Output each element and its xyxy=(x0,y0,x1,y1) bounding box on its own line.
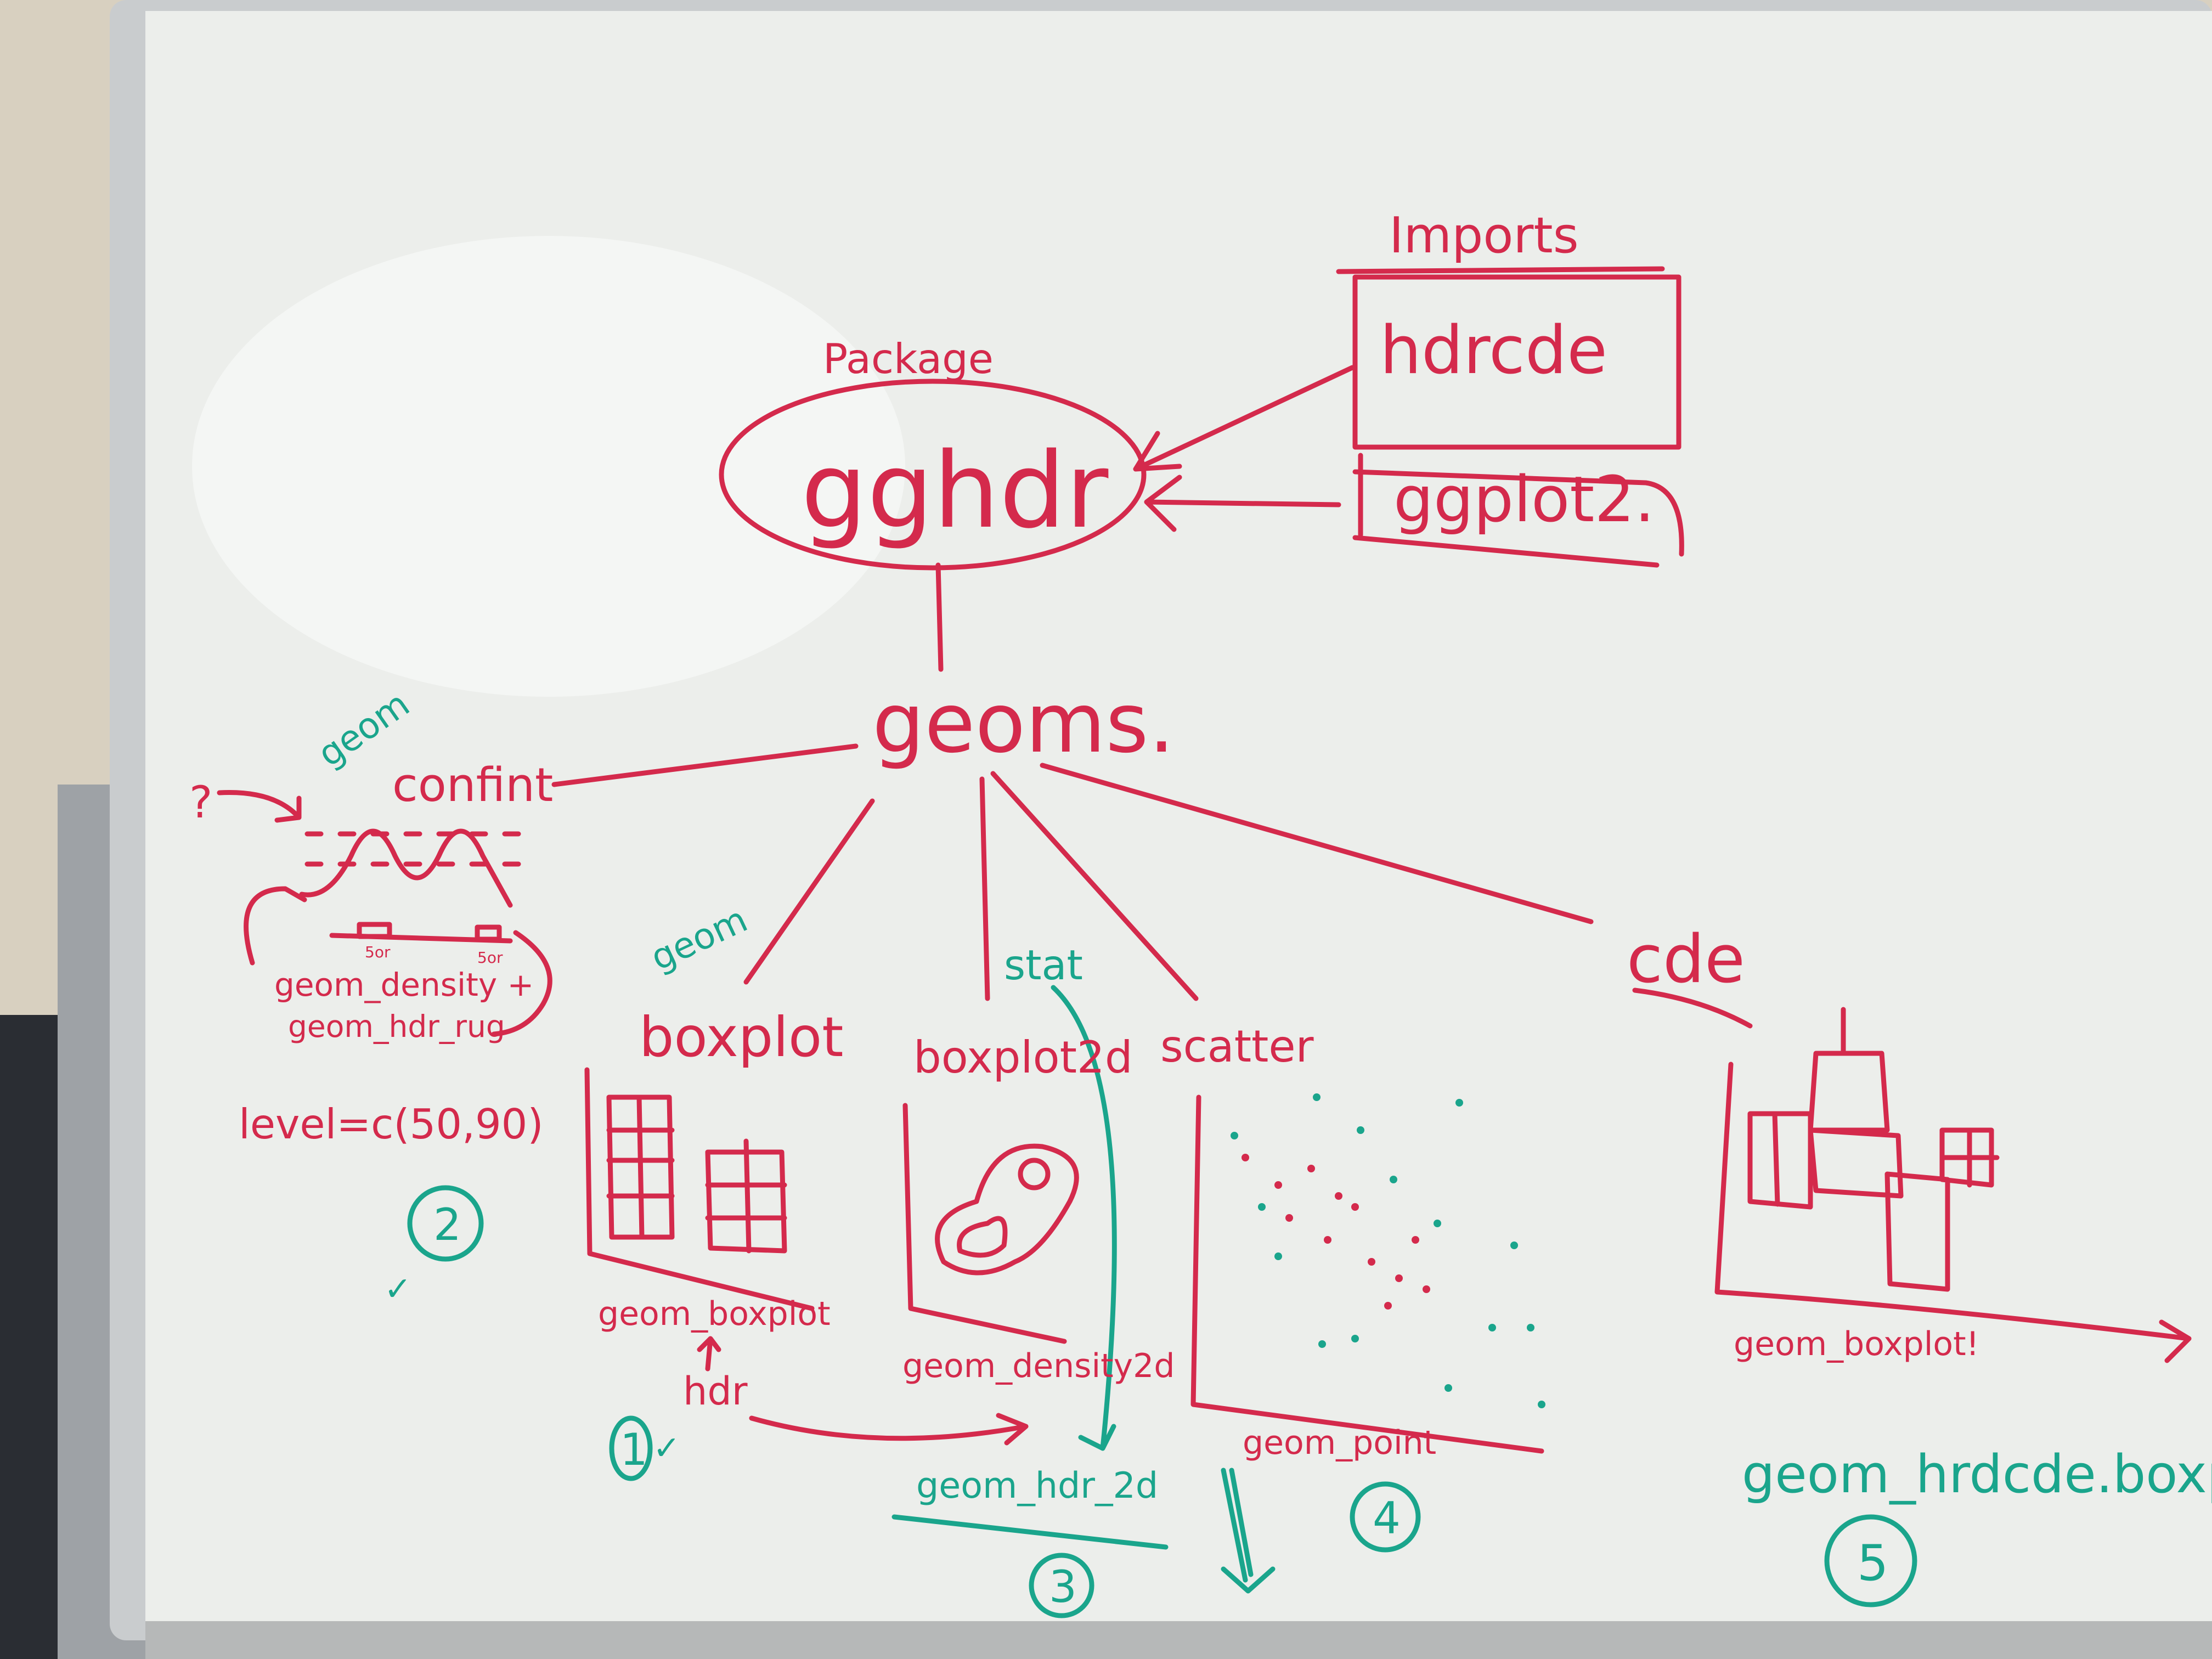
link-geoms-boxplot xyxy=(743,798,875,985)
package-ellipse xyxy=(719,379,1147,571)
boxplot-glyph-2 xyxy=(705,1138,787,1254)
link-geoms-cde xyxy=(1040,763,1594,924)
confint-title: confint xyxy=(392,758,553,812)
number-circle-2 xyxy=(407,1185,484,1262)
cde-axes xyxy=(1714,1062,2192,1363)
scatter-title: scatter xyxy=(1160,1021,1314,1072)
import-ggplot2: ggplot2. xyxy=(1393,463,1655,537)
boxplot2d-axes xyxy=(902,1103,1067,1344)
number-5: 5 xyxy=(1857,1534,1888,1592)
question-arrow xyxy=(217,790,302,823)
cde-underline xyxy=(1632,988,1753,1029)
arrow-ggplot2-to-package xyxy=(1144,475,1341,532)
number-3: 3 xyxy=(1049,1561,1077,1612)
link-package-geoms xyxy=(935,562,944,672)
link-geoms-boxplot2d xyxy=(979,776,990,1001)
scatter-axes xyxy=(1190,1094,1544,1454)
package-name: gghdr xyxy=(801,430,1109,551)
import-hdrcde: hdrcde xyxy=(1380,313,1607,389)
number-circle-3 xyxy=(1029,1553,1094,1618)
check-1: ✓ xyxy=(653,1429,680,1468)
hdrcde-box xyxy=(1352,274,1681,450)
rug-box-1 xyxy=(357,922,392,939)
density-curve xyxy=(299,828,513,908)
number-2: 2 xyxy=(433,1199,461,1250)
hdr-arrow-to-density2d xyxy=(749,1413,1029,1446)
boxplot-title: boxplot xyxy=(639,1005,843,1069)
boxplot2d-kind: stat xyxy=(1004,941,1083,989)
hdr2d-contour-inner xyxy=(957,1216,1008,1258)
boxplot-axes xyxy=(584,1067,815,1311)
cde-boxes xyxy=(1747,1007,2000,1292)
stat-arrow xyxy=(1051,985,1117,1451)
confint-param: level=c(50,90) xyxy=(239,1100,544,1148)
cde-new-code: geom_hrdcde.boxplo xyxy=(1742,1444,2212,1505)
confint-code-1: geom_density + xyxy=(274,966,534,1003)
imports-label: Imports xyxy=(1389,207,1579,264)
ggplot2-bracket xyxy=(1352,453,1684,568)
boxplot-note: hdr xyxy=(683,1369,748,1414)
scatter-down-arrow xyxy=(1221,1468,1276,1594)
number-4: 4 xyxy=(1373,1493,1401,1544)
board-surface xyxy=(145,11,2212,1621)
confint-code-2: geom_hdr_rug xyxy=(288,1009,505,1044)
rug-box-2 xyxy=(475,924,502,942)
boxplot2d-new-code: geom_hdr_2d xyxy=(916,1465,1158,1506)
new-code-underline xyxy=(891,1514,1169,1550)
confint-question: ? xyxy=(189,777,212,828)
link-geoms-scatter xyxy=(990,771,1199,1001)
boxplot-glyph-1 xyxy=(606,1094,675,1240)
rug-label-2: 5or xyxy=(477,949,503,967)
hdr-up-arrow xyxy=(697,1336,721,1372)
number-circle-1 xyxy=(609,1415,653,1481)
glare xyxy=(192,236,905,697)
boxplot2d-code: geom_density2d xyxy=(902,1347,1175,1385)
link-geoms-confint xyxy=(551,743,859,787)
cde-code: geom_boxplot! xyxy=(1734,1325,1979,1363)
boxplot-code: geom_boxplot xyxy=(598,1295,831,1333)
hdr2d-contour-outer xyxy=(935,1143,1079,1276)
number-circle-5 xyxy=(1824,1514,1917,1607)
geoms-hub: geoms. xyxy=(872,676,1175,771)
imports-underline xyxy=(1336,266,1665,274)
package-label: Package xyxy=(823,335,994,383)
scatter-code: geom_point xyxy=(1243,1424,1436,1462)
hdr2d-contour-small xyxy=(1018,1158,1051,1190)
boxplot2d-title: boxplot2d xyxy=(913,1032,1133,1083)
rug-label-1: 5or xyxy=(365,943,391,961)
confint-loop-right xyxy=(491,930,552,1037)
number-circle-4 xyxy=(1350,1481,1421,1553)
board-tray xyxy=(145,1621,2212,1659)
confint-loop-left xyxy=(244,886,307,966)
number-1: 1 xyxy=(620,1424,648,1475)
check-2: ✓ xyxy=(384,1270,411,1308)
cde-title: cde xyxy=(1627,922,1745,998)
scatter-points xyxy=(1231,1093,1545,1408)
confint-dashes xyxy=(304,831,540,867)
